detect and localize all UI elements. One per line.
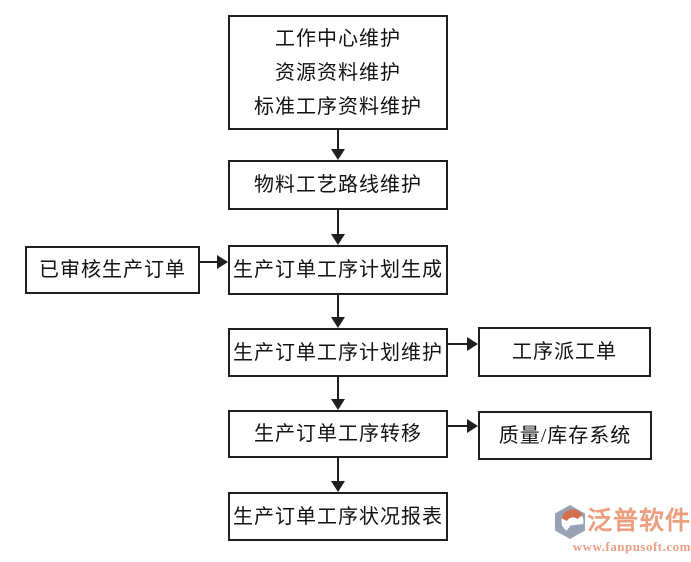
arrow-planmaint-to-dispatch-head xyxy=(467,337,478,351)
node-process-status-report: 生产订单工序状况报表 xyxy=(228,492,448,541)
arrow-planmaint-to-transfer-head xyxy=(331,399,345,410)
fanpu-logo: 泛普软件 www.fanpusoft.com xyxy=(552,505,691,555)
node-label: 已审核生产订单 xyxy=(39,259,186,281)
arrow-approved-to-plangen-head xyxy=(217,255,228,269)
arrow-master-to-routing-line xyxy=(337,130,339,151)
arrow-routing-to-plangen-head xyxy=(331,234,345,245)
node-material-routing-maintain: 物料工艺路线维护 xyxy=(228,160,448,210)
fanpu-brand-text: 泛普软件 xyxy=(586,508,691,535)
fanpu-logo-icon xyxy=(554,505,585,539)
arrow-routing-to-plangen-line xyxy=(337,210,339,236)
node-label: 物料工艺路线维护 xyxy=(254,174,422,196)
node-label: 工序派工单 xyxy=(512,341,617,363)
arrow-plangen-to-planmaint-line xyxy=(337,295,339,319)
node-approved-production-order: 已审核生产订单 xyxy=(25,246,200,294)
node-label: 质量/库存系统 xyxy=(498,424,632,447)
arrow-plangen-to-planmaint-head xyxy=(331,317,345,328)
node-master-data-maintain: 工作中心维护 资源资料维护 标准工序资料维护 xyxy=(228,15,448,130)
arrow-master-to-routing-head xyxy=(331,149,345,160)
node-process-dispatch-order: 工序派工单 xyxy=(478,327,651,377)
arrow-transfer-to-quality-head xyxy=(467,419,478,433)
fanpu-logo-row: 泛普软件 xyxy=(554,505,691,539)
node-line: 资源资料维护 xyxy=(275,61,401,84)
node-label: 生产订单工序计划生成 xyxy=(233,259,443,281)
node-quality-inventory-system: 质量/库存系统 xyxy=(478,411,652,460)
node-label: 生产订单工序转移 xyxy=(254,423,422,445)
fanpu-url-text: www.fanpusoft.com xyxy=(572,539,691,554)
arrow-planmaint-to-dispatch-line xyxy=(448,343,468,345)
node-process-plan-generate: 生产订单工序计划生成 xyxy=(228,245,448,295)
arrow-planmaint-to-transfer-line xyxy=(337,377,339,401)
node-label: 生产订单工序状况报表 xyxy=(233,505,443,528)
node-process-transfer: 生产订单工序转移 xyxy=(228,410,448,458)
arrow-transfer-to-report-head xyxy=(331,481,345,492)
node-line: 工作中心维护 xyxy=(275,27,401,50)
arrow-transfer-to-report-line xyxy=(337,458,339,483)
node-line: 标准工序资料维护 xyxy=(254,95,422,118)
arrow-transfer-to-quality-line xyxy=(448,425,468,427)
arrow-approved-to-plangen-line xyxy=(200,261,219,263)
node-process-plan-maintain: 生产订单工序计划维护 xyxy=(228,328,448,377)
node-label: 生产订单工序计划维护 xyxy=(233,341,443,364)
